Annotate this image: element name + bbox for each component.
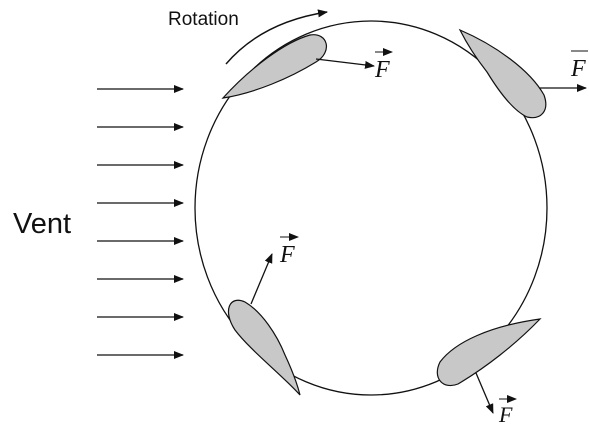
- blade-bottom-left: [227, 299, 301, 396]
- rotation-label: Rotation: [168, 9, 239, 30]
- force-arrow-bottom-right: [475, 372, 494, 414]
- blade-top-right: [458, 28, 547, 119]
- force-arrow-bottom-left: [250, 253, 273, 305]
- blade-top-left: [221, 34, 327, 99]
- rotation-arrow: [225, 9, 328, 65]
- rotor-circle: [194, 20, 548, 396]
- wind-label: Vent: [13, 208, 71, 240]
- force-label-bottom-left: F: [279, 233, 299, 268]
- force-label-top-left: F: [374, 48, 393, 83]
- force-symbol: F: [279, 242, 295, 268]
- blade-bottom-right: [436, 318, 542, 387]
- force-symbol: F: [374, 57, 390, 83]
- force-arrow-top-left: [315, 58, 375, 69]
- force-symbol: F: [498, 402, 513, 427]
- force-label-top-right: F: [570, 50, 588, 82]
- force-symbol: F: [570, 56, 586, 82]
- force-label-bottom-right: F: [498, 395, 517, 427]
- wind-arrows: [97, 85, 184, 359]
